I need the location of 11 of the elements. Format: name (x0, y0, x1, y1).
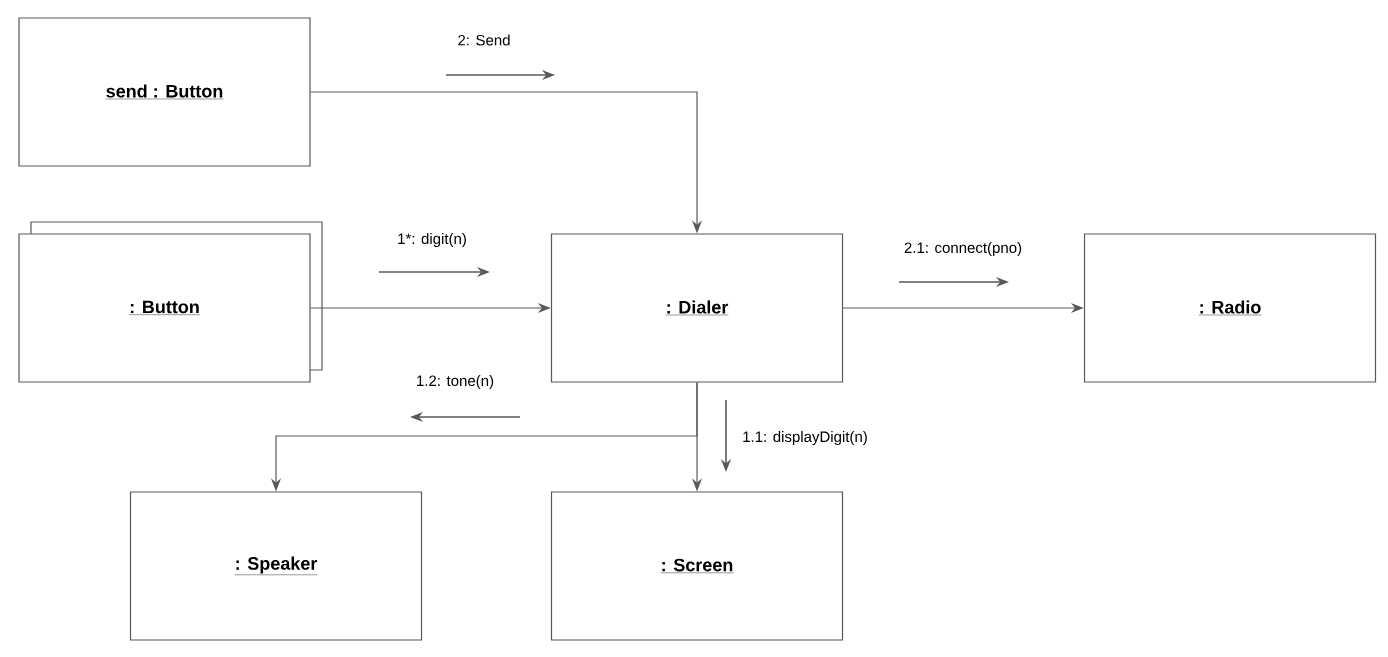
edge-label: 1.1: displayDigit(n) (743, 431, 867, 445)
object-box: : Screen (550, 491, 844, 641)
object-box: : Button (18, 233, 311, 383)
edge-label: 2: Send (458, 34, 510, 46)
object-box: : Speaker (129, 491, 423, 641)
edge-label: 2.1: connect(pno) (904, 242, 1022, 256)
edge-label: 1.2: tone(n) (417, 375, 494, 389)
object-box: : Dialer (550, 233, 844, 383)
object-box: : Radio (1083, 233, 1377, 383)
edge-label: 1*: digit(n) (398, 233, 466, 247)
object-box: send : Button (18, 17, 311, 167)
